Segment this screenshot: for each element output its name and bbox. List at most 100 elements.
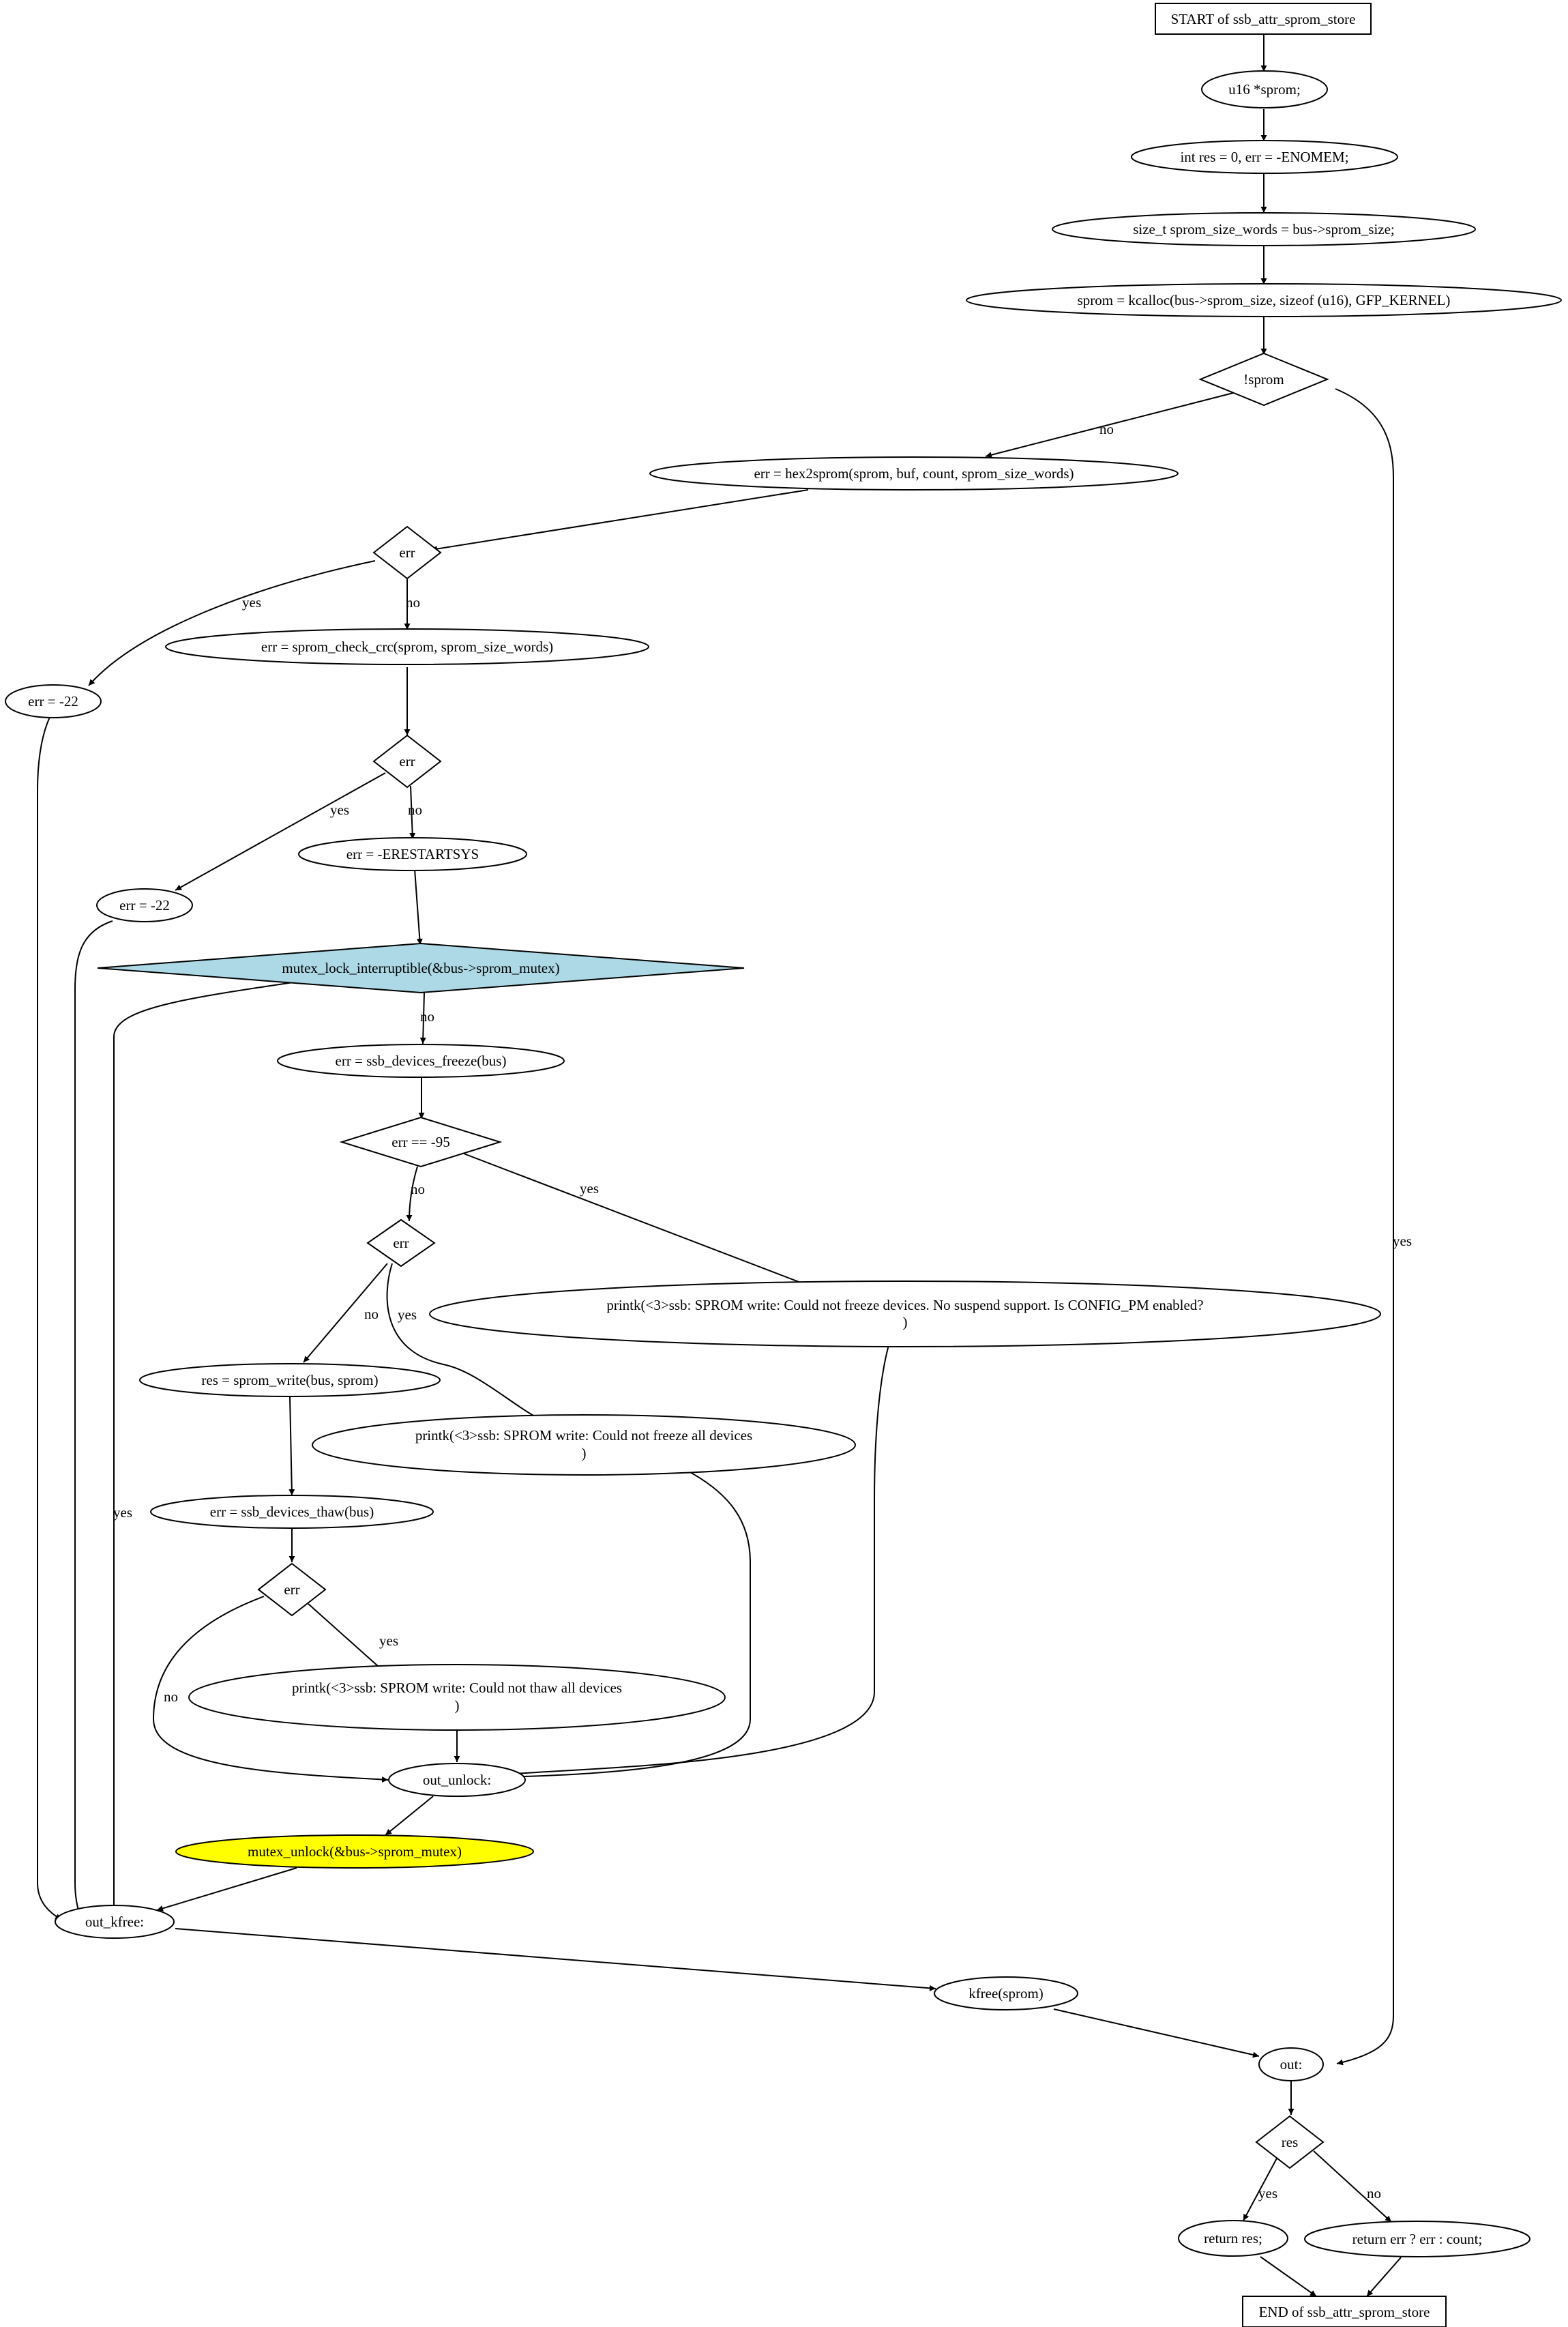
thaw-node: err = ssb_devices_thaw(bus) <box>150 1495 434 1529</box>
edge-label-res-no: no <box>1367 2185 1381 2201</box>
cond-err4-node-label: err <box>284 1581 299 1598</box>
edge-cond-res-return-res <box>1243 2156 1278 2221</box>
printk-nosusp-node: printk(<3>ssb: SPROM write: Could not fr… <box>429 1280 1381 1347</box>
end-node: END of ssb_attr_sprom_store <box>1242 2296 1447 2327</box>
start-node: START of ssb_attr_sprom_store <box>1155 3 1372 35</box>
printk-thaw-node: printk(<3>ssb: SPROM write: Could not th… <box>188 1664 726 1731</box>
edge-cond-err1-err22-a <box>88 560 376 686</box>
out-kfree-node-shape <box>55 1905 175 1939</box>
sprom-write-node-label: res = sprom_write(bus, sprom) <box>201 1372 378 1388</box>
cond-sprom-node-shape <box>1198 352 1329 407</box>
kfree-node-label: kfree(sprom) <box>968 1985 1044 2002</box>
cond-sprom-node: !sprom <box>1198 352 1329 407</box>
edge-label-e95-no: no <box>411 1181 425 1197</box>
mutex-unlock-node: mutex_unlock(&bus->sprom_mutex) <box>175 1834 534 1869</box>
kfree-node-shape <box>934 1976 1078 2010</box>
edge-cond-res-return-err <box>1313 2150 1392 2223</box>
nodes: START of ssb_attr_sprom_store u16 *sprom… <box>5 3 1562 2327</box>
out-unlock-node: out_unlock: <box>388 1763 526 1797</box>
cond-res-node-shape <box>1255 2115 1325 2169</box>
end-node-box <box>1242 2296 1447 2327</box>
cond-95-node-shape <box>339 1116 503 1168</box>
freeze-node-shape <box>277 1044 565 1078</box>
edge-labels: no yes yes no yes no no yes no yes no ye… <box>113 421 1412 2201</box>
cond-err1-node: err <box>372 525 442 580</box>
edge-label-lock-yes: yes <box>113 1504 132 1521</box>
return-res-node: return res; <box>1178 2220 1288 2257</box>
edge-cond-err2-err22-b <box>175 772 386 891</box>
check-crc-node-label: err = sprom_check_crc(sprom, sprom_size_… <box>261 639 553 655</box>
cond-err2-node: err <box>372 734 442 789</box>
edge-out-kfree-kfree <box>175 1928 936 1991</box>
out-node: out: <box>1258 2047 1324 2081</box>
decl-res-node-label: int res = 0, err = -ENOMEM; <box>1180 149 1348 165</box>
erestart-node-label: err = -ERESTARTSYS <box>346 846 479 862</box>
edge-cond-95-cond-err3 <box>406 1166 418 1222</box>
err22-b-node: err = -22 <box>96 888 193 922</box>
hex2sprom-node-label: err = hex2sprom(sprom, buf, count, sprom… <box>754 465 1074 482</box>
decl-size-node-shape <box>1052 212 1476 246</box>
decl-sprom-node-label: u16 *sprom; <box>1228 81 1301 98</box>
erestart-node-shape <box>298 837 527 871</box>
edge-err22-b-out-kfree <box>74 920 113 1919</box>
cond-err3-node-shape <box>366 1218 436 1268</box>
edge-mutex-unlock-out-kfree <box>156 1867 297 1912</box>
edge-label-err1-no: no <box>406 594 420 611</box>
edge-return-err-end <box>1366 2257 1402 2297</box>
cond-err2-node-shape <box>372 734 442 789</box>
mutex-lock-node: mutex_lock_interruptible(&bus->sprom_mut… <box>97 942 745 994</box>
end-node-label: END of ssb_attr_sprom_store <box>1259 2304 1430 2320</box>
printk-freeze-node: printk(<3>ssb: SPROM write: Could not fr… <box>312 1414 856 1476</box>
edge-label-err3-no: no <box>364 1306 379 1322</box>
edge-sprom-write-thaw <box>289 1396 295 1496</box>
edge-hex2sprom-cond-err1 <box>430 489 809 553</box>
edge-mutex-lock-freeze <box>419 992 426 1044</box>
edge-cond-sprom-hex2sprom <box>985 392 1234 458</box>
mutex-unlock-node-label: mutex_unlock(&bus->sprom_mutex) <box>248 1843 462 1860</box>
decl-sprom-node: u16 *sprom; <box>1201 70 1328 108</box>
printk-nosusp-node-shape <box>429 1280 1381 1347</box>
return-err-node: return err ? err : count; <box>1304 2221 1530 2257</box>
edge-label-err4-yes: yes <box>379 1633 398 1649</box>
cond-err3-node: err <box>366 1218 436 1268</box>
edge-label-err2-no: no <box>408 802 422 818</box>
mutex-lock-node-shape <box>97 942 745 994</box>
thaw-node-shape <box>150 1495 434 1529</box>
edge-return-res-end <box>1260 2256 1317 2297</box>
printk-thaw-node-line2: ) <box>455 1697 460 1714</box>
printk-freeze-node-line1: printk(<3>ssb: SPROM write: Could not fr… <box>415 1427 752 1444</box>
check-crc-node-shape <box>165 628 649 665</box>
decl-sprom-node-shape <box>1201 70 1328 108</box>
edge-label-err1-yes: yes <box>242 594 261 611</box>
check-crc-node: err = sprom_check_crc(sprom, sprom_size_… <box>165 628 649 665</box>
printk-nosusp-node-line2: ) <box>903 1314 908 1330</box>
cond-err1-node-shape <box>372 525 442 580</box>
mutex-lock-node-label: mutex_lock_interruptible(&bus->sprom_mut… <box>282 960 559 976</box>
edge-mutex-lock-out-kfree <box>110 982 294 1918</box>
edge-label-sprom-no: no <box>1099 421 1114 437</box>
err22-a-node: err = -22 <box>5 684 102 718</box>
thaw-node-label: err = ssb_devices_thaw(bus) <box>210 1504 374 1520</box>
edges <box>37 34 1402 2297</box>
out-node-shape <box>1258 2047 1324 2081</box>
cond-sprom-node-label: !sprom <box>1243 371 1284 387</box>
printk-nosusp-node-line1: printk(<3>ssb: SPROM write: Could not fr… <box>606 1297 1203 1313</box>
kcalloc-node-label: sprom = kcalloc(bus->sprom_size, sizeof … <box>1078 292 1451 308</box>
printk-thaw-node-line1: printk(<3>ssb: SPROM write: Could not th… <box>292 1680 622 1696</box>
edge-label-sprom-yes: yes <box>1393 1233 1412 1249</box>
hex2sprom-node-shape <box>649 456 1179 491</box>
cond-95-node: err == -95 <box>339 1116 503 1168</box>
start-node-label: START of ssb_attr_sprom_store <box>1171 11 1356 27</box>
edge-cond-err2-erestart <box>409 785 416 840</box>
edge-label-err4-no: no <box>164 1688 178 1705</box>
start-node-box <box>1155 3 1372 35</box>
cond-err3-node-label: err <box>393 1235 409 1251</box>
freeze-node: err = ssb_devices_freeze(bus) <box>277 1044 565 1078</box>
edge-erestart-mutex-lock <box>414 868 423 946</box>
edge-cond-sprom-out <box>1335 388 1394 2066</box>
err22-b-node-shape <box>96 888 193 922</box>
cond-res-node: res <box>1255 2115 1325 2169</box>
sprom-write-node: res = sprom_write(bus, sprom) <box>139 1363 441 1397</box>
edge-cond-err4-out-unlock <box>152 1596 389 1783</box>
